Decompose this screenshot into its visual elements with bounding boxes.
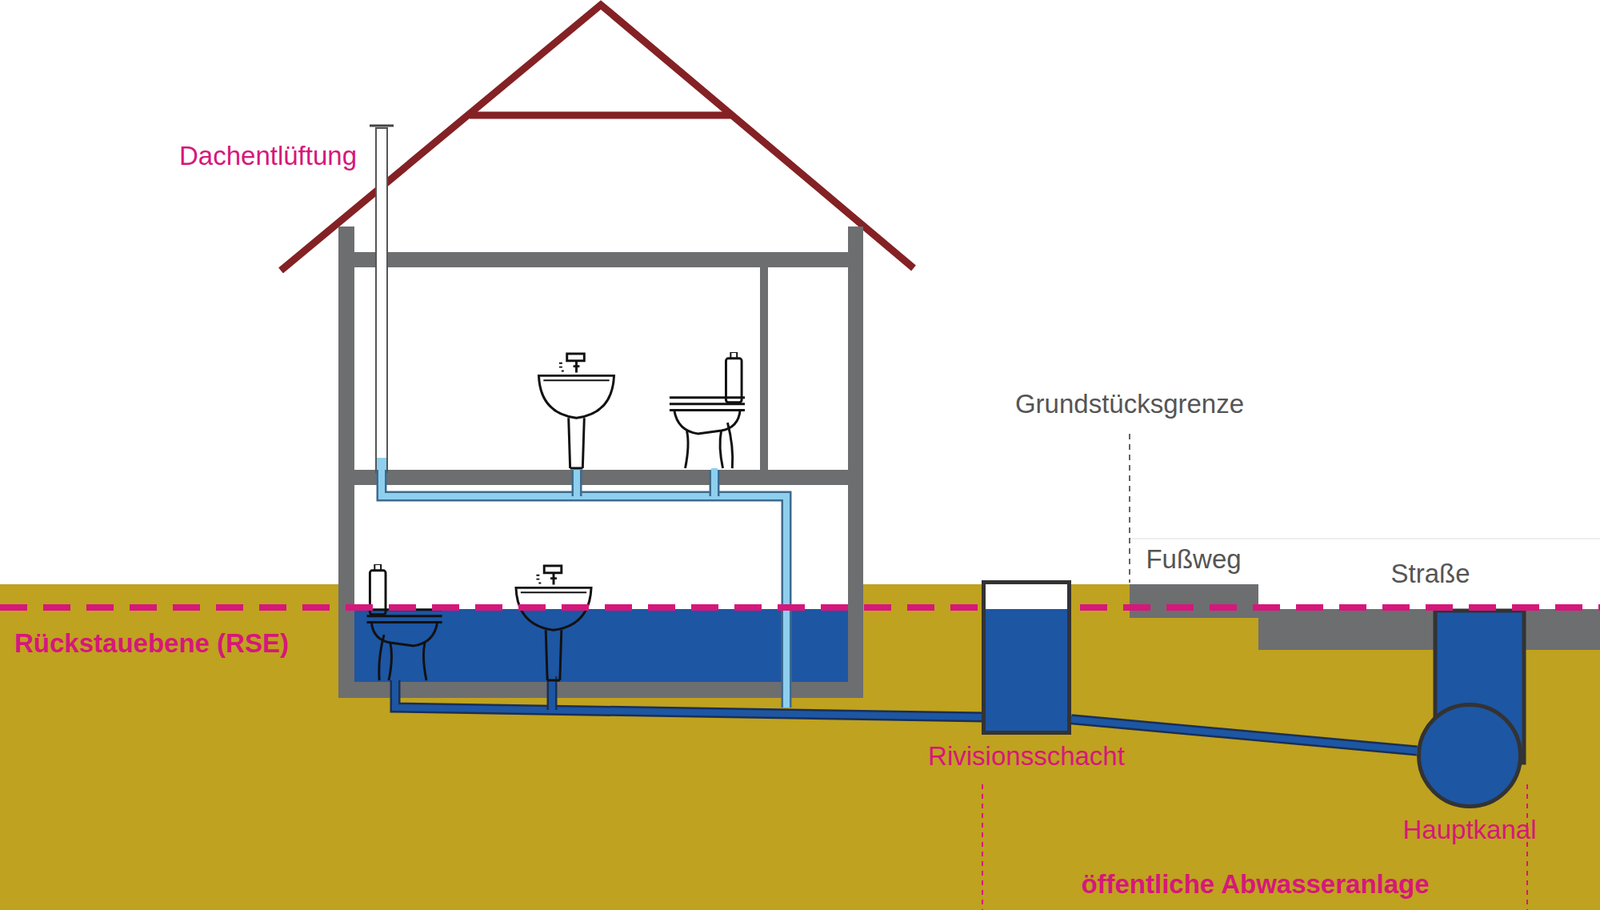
backflow-level-label: Rückstauebene (RSE) [14, 628, 289, 658]
node-label: Hauptkanal [1403, 815, 1537, 844]
road-label: Straße [1390, 559, 1470, 588]
vent-label: Dachentlüftung [179, 141, 357, 171]
boundary-label: Grundstücksgrenze [1015, 389, 1244, 419]
public-sewer-label: öffentliche Abwasseranlage [1080, 869, 1429, 899]
node-label: Rivisionsschacht [928, 741, 1125, 771]
footpath-label: Fußweg [1145, 544, 1241, 574]
inspection-shaft: Rivisionsschacht [981, 580, 1072, 735]
main-sewer: Hauptkanal [1416, 702, 1523, 808]
